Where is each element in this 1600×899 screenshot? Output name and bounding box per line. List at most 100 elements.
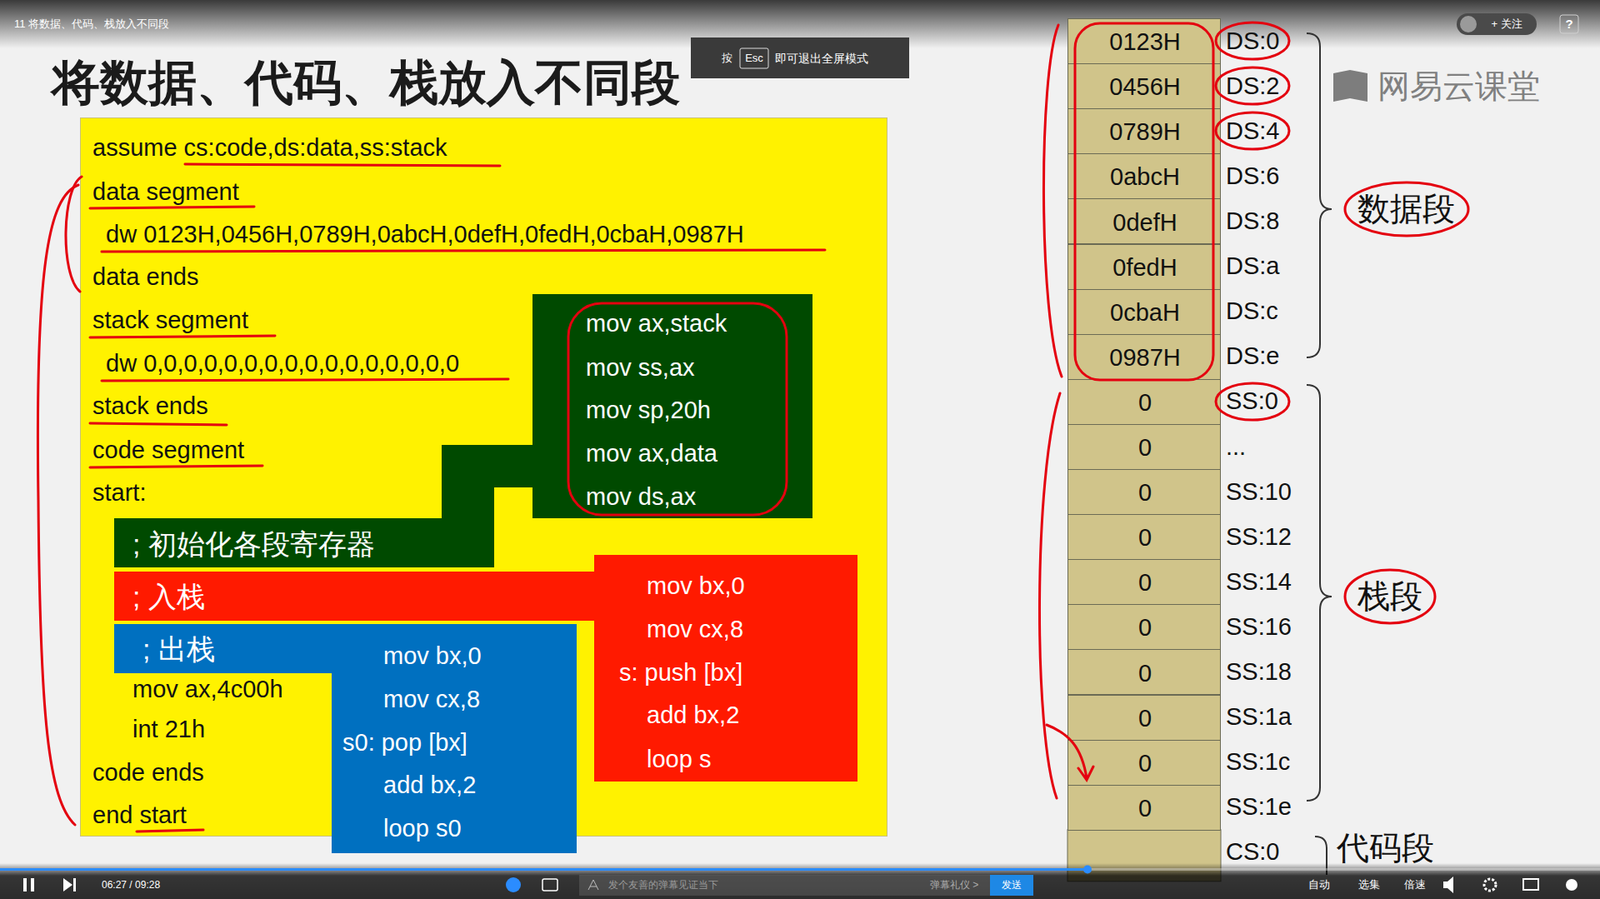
code-line: start: [92, 478, 146, 508]
danmaku-placeholder: 发个友善的弹幕见证当下 [608, 879, 719, 891]
cell-value: 0789H [1109, 117, 1180, 147]
brace [1306, 385, 1332, 801]
address-label: SS:0 [1225, 386, 1279, 416]
danmaku-toggle [505, 877, 521, 893]
memory-cell: 0789H [1067, 108, 1221, 155]
code-line: add bx,2 [383, 770, 476, 800]
esc-key [740, 48, 769, 69]
danmaku-rules-link: 弹幕礼仪 > [930, 879, 979, 891]
memory-cell: 0 [1067, 379, 1221, 425]
video-title: 11 将数据、代码、栈放入不同段 [14, 17, 170, 31]
memory-cell: 0 [1067, 424, 1221, 470]
settings-icon [1484, 879, 1496, 891]
code-line: mov cx,8 [646, 615, 744, 645]
code-line: mov ax,stack [585, 309, 727, 339]
memory-cell: 0defH [1067, 198, 1221, 245]
memory-cell: 0456H [1067, 63, 1221, 110]
pause-icon [30, 878, 35, 892]
code-line: dw 0123H,0456H,0789H,0abcH,0defH,0fedH,0… [105, 220, 745, 250]
follow-button [1456, 13, 1537, 35]
comment: ; 入栈 [132, 580, 205, 615]
cell-value: 0 [1138, 749, 1152, 779]
annotation-underline [101, 379, 509, 381]
memory-cell: 0 [1067, 604, 1221, 650]
annotation-underline [90, 465, 263, 468]
code-line: mov ss,ax [585, 353, 695, 383]
address-label: SS:10 [1225, 477, 1292, 507]
annotation-circle [1215, 67, 1290, 105]
segment-label: 数据段 [1357, 190, 1455, 230]
code-line: mov sp,20h [585, 395, 711, 425]
danmaku-settings-icon [542, 879, 558, 891]
annotation-stroke [1039, 393, 1060, 799]
cell-value: 0 [1138, 388, 1152, 418]
memory-cell: 0fedH [1067, 244, 1221, 290]
next-icon [63, 878, 76, 892]
cell-value: 0 [1138, 704, 1152, 734]
code-line: mov ax,4c00h [132, 675, 284, 705]
code-line: assume cs:code,ds:data,ss:stack [92, 133, 448, 163]
annotation-loop [1075, 23, 1214, 380]
address-label: SS:18 [1225, 657, 1292, 687]
watermark: 网易云课堂 [1377, 67, 1540, 107]
annotation-loop [568, 303, 787, 515]
code-line: int 21h [132, 715, 205, 745]
address-label: SS:1a [1225, 702, 1292, 732]
volume-icon [1443, 876, 1454, 894]
annotation-circle [1215, 383, 1290, 420]
player-bar [0, 863, 1600, 899]
cell-value: 0123H [1109, 27, 1180, 57]
address-label: CS:0 [1225, 837, 1280, 867]
code-line: mov ax,data [585, 439, 718, 469]
segment-label: 栈段 [1357, 577, 1423, 617]
address-label: SS:12 [1225, 522, 1292, 552]
segment-label: 代码段 [1336, 829, 1435, 869]
follow-button-text: + 关注 [1490, 17, 1522, 31]
slide-title: 将数据、代码、栈放入不同段 [51, 53, 680, 112]
address-label: SS:1c [1225, 747, 1290, 777]
annotation-stroke [1043, 25, 1062, 377]
cell-value: 0987H [1109, 343, 1180, 373]
brace [1315, 836, 1327, 875]
help-icon [1560, 15, 1579, 34]
memory-cell: 0cbaH [1067, 289, 1221, 335]
cell-value: 0 [1138, 568, 1152, 598]
code-line: code ends [92, 758, 205, 788]
annotation-underline [185, 164, 500, 166]
fullscreen-hint [690, 37, 910, 79]
address-label: SS:14 [1225, 567, 1292, 597]
annotation-underline [90, 335, 275, 338]
memory-cell: 0 [1067, 559, 1221, 605]
hint-text: 即可退出全屏模式 [775, 51, 869, 66]
player-control: 自动 [1308, 878, 1330, 892]
fullscreen-icon [1565, 879, 1578, 891]
text-style-icon [588, 880, 599, 890]
danmaku-input [579, 875, 990, 896]
address-label: DS:0 [1225, 26, 1280, 56]
code-line: end start [92, 800, 187, 830]
hint-text: 按 [721, 51, 733, 65]
memory-cell: 0123H [1067, 18, 1221, 65]
send-button [990, 875, 1034, 896]
code-line: dw 0,0,0,0,0,0,0,0,0,0,0,0,0,0,0,0 [105, 349, 460, 379]
memory-cell: 0 [1067, 649, 1221, 695]
code-line: stack segment [92, 305, 249, 335]
playback-time: 06:27 / 09:28 [101, 879, 160, 891]
address-label: DS:e [1225, 341, 1280, 371]
code-line: loop s [646, 745, 711, 775]
cell-value: 0 [1138, 523, 1152, 553]
address-label: DS:8 [1225, 206, 1280, 236]
progress-knob [1083, 865, 1092, 875]
address-label: DS:4 [1225, 116, 1280, 146]
annotation-circle [1345, 570, 1435, 624]
cell-value: 0 [1138, 433, 1152, 463]
code-line: mov bx,0 [646, 571, 745, 601]
address-label: DS:2 [1225, 71, 1280, 101]
register-init-block-outline [114, 294, 813, 568]
player-control: 选集 [1358, 878, 1380, 892]
title-bar [0, 0, 1600, 49]
memory-cell: 0 [1067, 740, 1221, 786]
code-line: mov bx,0 [383, 641, 482, 671]
address-label: SS:1e [1225, 792, 1292, 822]
memory-cell: 0 [1067, 514, 1221, 560]
